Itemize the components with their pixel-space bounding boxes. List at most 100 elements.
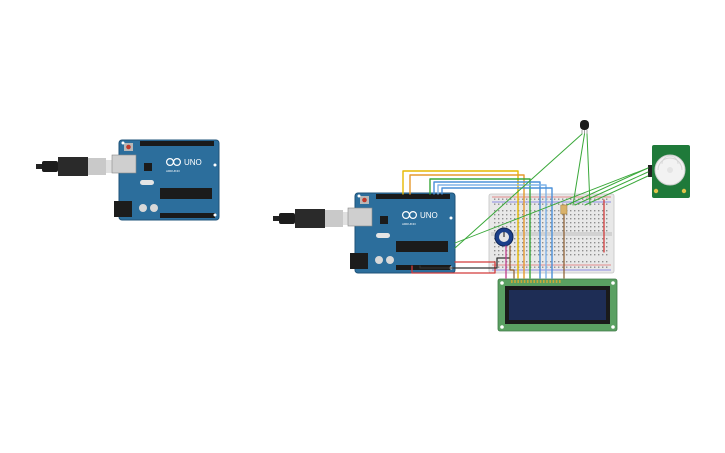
breadboard-hole (598, 218, 600, 220)
breadboard-hole (602, 242, 604, 244)
breadboard-hole (594, 210, 596, 212)
breadboard-hole (590, 266, 592, 268)
lcd-pin (514, 280, 516, 283)
breadboard-hole (598, 238, 600, 240)
breadboard-hole (498, 210, 500, 212)
breadboard-hole (586, 250, 588, 252)
breadboard-hole (538, 226, 540, 228)
breadboard-hole (526, 238, 528, 240)
breadboard-hole (586, 242, 588, 244)
temperature-sensor-icon[interactable] (580, 120, 589, 134)
breadboard-hole (514, 218, 516, 220)
breadboard-hole (494, 230, 496, 232)
breadboard-hole (506, 250, 508, 252)
breadboard-hole (570, 210, 572, 212)
breadboard-hole (522, 218, 524, 220)
usb-cable-icon[interactable] (273, 209, 357, 228)
breadboard-hole (566, 250, 568, 252)
breadboard-hole (562, 266, 564, 268)
breadboard-hole (534, 214, 536, 216)
breadboard-hole (514, 238, 516, 240)
breadboard-hole (494, 214, 496, 216)
breadboard-hole (542, 254, 544, 256)
breadboard-hole (570, 222, 572, 224)
breadboard-hole (558, 226, 560, 228)
breadboard-hole (566, 242, 568, 244)
breadboard-hole (606, 261, 608, 263)
breadboard-hole (594, 214, 596, 216)
breadboard-hole (522, 214, 524, 216)
breadboard-hole (498, 254, 500, 256)
breadboard-hole (554, 266, 556, 268)
breadboard-hole (522, 230, 524, 232)
breadboard-hole (570, 246, 572, 248)
lcd-pin (511, 280, 513, 283)
arduino-uno-right[interactable]: UNO ARDUINO (347, 192, 456, 274)
breadboard-hole (550, 261, 552, 263)
potentiometer-icon[interactable] (494, 227, 514, 247)
breadboard-hole (574, 261, 576, 263)
breadboard-hole (534, 226, 536, 228)
breadboard-hole (550, 238, 552, 240)
breadboard-hole (606, 238, 608, 240)
breadboard-hole (554, 261, 556, 263)
breadboard-hole (562, 254, 564, 256)
breadboard-hole (586, 266, 588, 268)
breadboard-hole (542, 261, 544, 263)
breadboard-hole (498, 246, 500, 248)
breadboard-hole (586, 214, 588, 216)
breadboard-hole (502, 254, 504, 256)
breadboard-hole (570, 214, 572, 216)
breadboard-hole (506, 218, 508, 220)
breadboard-hole (574, 250, 576, 252)
brand-label: ARDUINO (166, 169, 181, 173)
usb-cable-icon[interactable] (36, 157, 120, 176)
breadboard-hole (606, 242, 608, 244)
breadboard-hole (590, 261, 592, 263)
breadboard-hole (606, 246, 608, 248)
breadboard-hole (578, 210, 580, 212)
breadboard-hole (526, 261, 528, 263)
breadboard-hole (494, 218, 496, 220)
breadboard-hole (538, 246, 540, 248)
breadboard-hole (558, 222, 560, 224)
breadboard-hole (578, 250, 580, 252)
breadboard-hole (538, 238, 540, 240)
breadboard-hole (506, 246, 508, 248)
lcd-pin (549, 280, 551, 283)
breadboard-hole (578, 226, 580, 228)
pir-sensor-icon[interactable] (648, 145, 690, 198)
breadboard-hole (502, 226, 504, 228)
arduino-uno-left[interactable]: UNO ARDUINO (111, 139, 220, 221)
breadboard-hole (606, 198, 608, 200)
breadboard-hole (582, 266, 584, 268)
breadboard-hole (558, 238, 560, 240)
breadboard-hole (582, 214, 584, 216)
breadboard-hole (554, 198, 556, 200)
breadboard-hole (582, 226, 584, 228)
breadboard-hole (590, 230, 592, 232)
breadboard-hole (582, 246, 584, 248)
breadboard-hole (550, 226, 552, 228)
breadboard-hole (526, 266, 528, 268)
breadboard-hole (554, 230, 556, 232)
breadboard-hole (514, 210, 516, 212)
breadboard-hole (594, 222, 596, 224)
breadboard-hole (590, 242, 592, 244)
breadboard-hole (590, 226, 592, 228)
breadboard-hole (522, 198, 524, 200)
breadboard-hole (594, 238, 596, 240)
breadboard-hole (502, 261, 504, 263)
breadboard-hole (606, 266, 608, 268)
breadboard-hole (522, 242, 524, 244)
breadboard-hole (550, 214, 552, 216)
breadboard-hole (494, 246, 496, 248)
breadboard-hole (606, 222, 608, 224)
breadboard-hole (542, 246, 544, 248)
breadboard-hole (526, 242, 528, 244)
breadboard-hole (570, 203, 572, 205)
lcd-display-icon[interactable] (497, 278, 618, 332)
breadboard-hole (502, 250, 504, 252)
breadboard-hole (542, 198, 544, 200)
